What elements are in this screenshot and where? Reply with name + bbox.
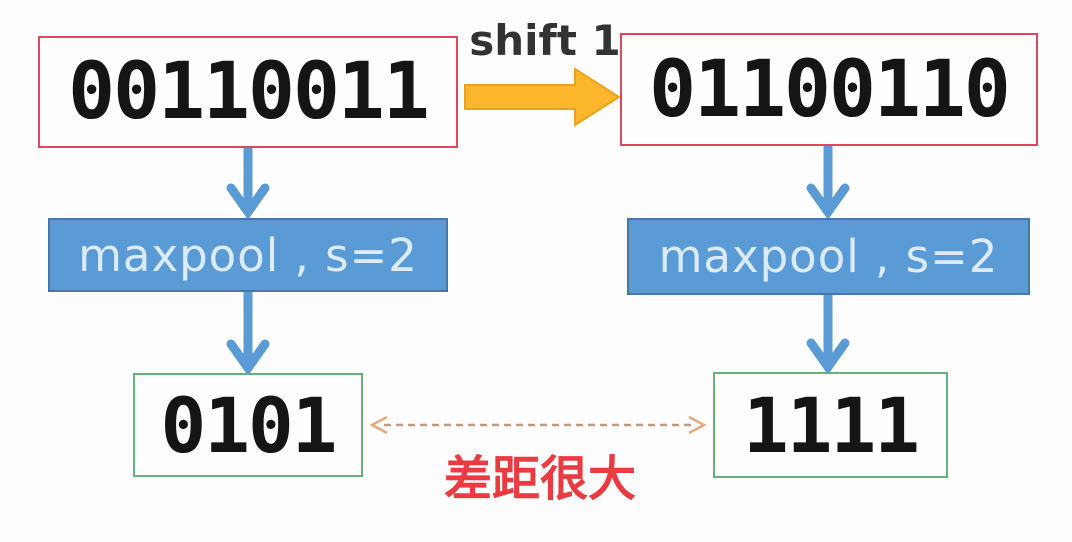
- down-arrow-icon: [806, 295, 850, 373]
- down-arrow-icon: [226, 292, 270, 374]
- output-right-box: 1111: [713, 372, 948, 478]
- output-left-box: 0101: [133, 373, 363, 477]
- shift-label: shift 1: [469, 16, 621, 65]
- maxpool-right-box: maxpool , s=2: [627, 218, 1030, 295]
- maxpool-left-box: maxpool , s=2: [48, 218, 448, 292]
- double-dashed-arrow-icon: [369, 415, 707, 435]
- down-arrow-icon: [226, 148, 270, 218]
- input-right-box: 01100110: [620, 33, 1038, 146]
- gap-annotation: 差距很大: [443, 451, 636, 507]
- input-left-box: 00110011: [38, 36, 458, 148]
- maxpool-right-label: maxpool , s=2: [658, 230, 999, 283]
- output-left-value: 0101: [160, 380, 337, 470]
- maxpool-left-label: maxpool , s=2: [78, 228, 418, 282]
- input-right-value: 01100110: [649, 44, 1011, 135]
- shift-right-arrow-icon: [464, 67, 621, 127]
- output-right-value: 1111: [742, 380, 920, 470]
- down-arrow-icon: [806, 146, 850, 218]
- input-left-value: 00110011: [68, 47, 430, 137]
